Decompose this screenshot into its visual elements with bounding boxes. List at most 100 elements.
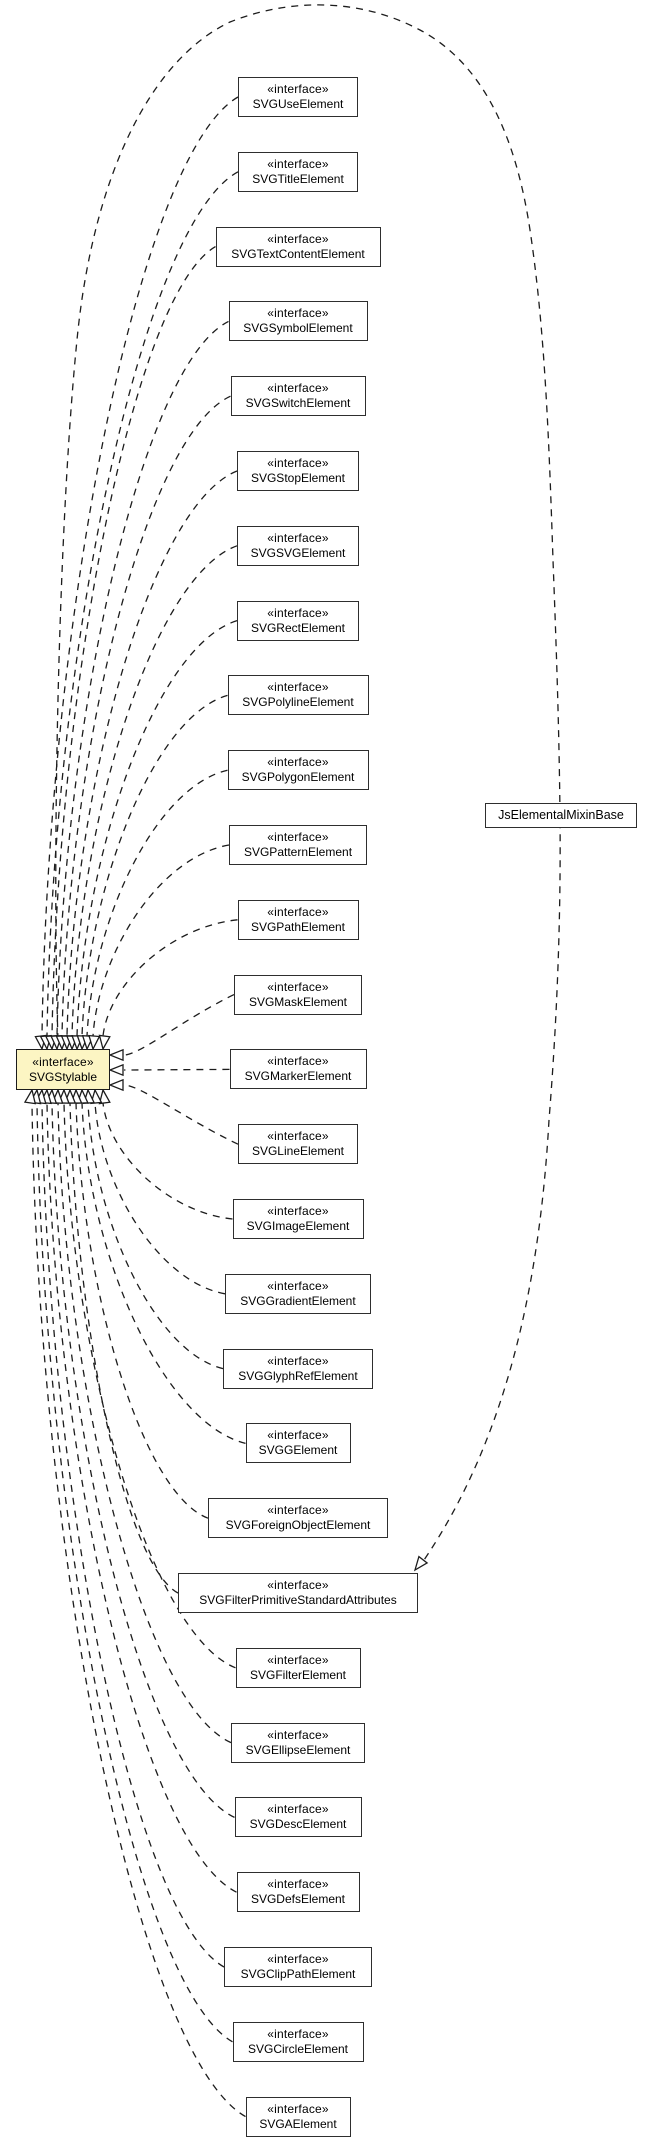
interface-name: SVGMarkerElement [244,1069,352,1084]
realization-edge [61,395,231,1037]
realization-edge [56,320,229,1037]
stereotype-label: «interface» [267,1952,329,1966]
interface-name: SVGForeignObjectElement [225,1518,371,1533]
stereotype-label: «interface» [267,1802,329,1817]
stereotype-label: «interface» [267,1129,329,1144]
stereotype-label: «interface» [267,1877,329,1892]
interface-name: SVGImageElement [246,1219,350,1233]
realization-edge [57,1102,232,1744]
realization-edge [51,1102,235,1818]
stereotype-label: «interface» [267,2101,329,2116]
hollow-triangle-arrowhead [413,1555,429,1572]
interface-name: SVGGElement [258,1443,338,1458]
interface-name: SVGDefsElement [250,1892,346,1907]
node-svgpathelement[interactable]: «interface» SVGPathElement [237,899,359,940]
stereotype-label: «interface» [267,830,329,844]
interface-name: SVGGradientElement [240,1293,356,1308]
interface-name: SVGSymbolElement [243,321,353,336]
node-svgstopelement[interactable]: «interface» SVGStopElement [237,451,359,491]
realization-edge [31,1102,246,2118]
node-svgclippathelement[interactable]: «interface» SVGClipPathElement [224,1947,372,1987]
class-name: JsElementalMixinBase [498,808,624,822]
realization-edge [69,1102,179,1594]
realization-edge [123,994,235,1056]
stereotype-label: «interface» [267,1278,329,1293]
interface-name: SVGStylable [28,1069,98,1084]
stereotype-label: «interface» [267,231,329,246]
stereotype-label: «interface» [267,1652,329,1667]
node-svgtitleelement[interactable]: «interface» SVGTitleElement [238,151,358,192]
node-svgpolylineelement[interactable]: «interface» SVGPolylineElement [227,675,369,716]
interface-name: SVGSVGElement [250,545,346,560]
node-svglineelement[interactable]: «interface» SVGLineElement [238,1124,358,1165]
realization-edge [51,246,216,1037]
stereotype-label: «interface» [267,680,329,695]
node-svgpatternelement[interactable]: «interface» SVGPatternElement [229,825,367,865]
stereotype-label: «interface» [267,456,329,470]
node-svguseelement[interactable]: «interface» SVGUseElement [238,77,358,117]
interface-name: SVGSwitchElement [245,396,351,411]
stereotype-label: «interface» [267,1428,329,1443]
stereotype-label: «interface» [267,1054,329,1069]
node-svgmarkerelement[interactable]: «interface» SVGMarkerElement [229,1049,367,1090]
realization-edge [81,694,228,1037]
stereotype-label: «interface» [267,1578,329,1592]
hollow-triangle-arrowhead [98,1088,111,1105]
stereotype-label: «interface» [267,2026,329,2041]
node-svgtextcontentelement[interactable]: «interface» SVGTextContentElement [215,226,381,267]
realization-edge [75,1102,209,1519]
node-svgaelement[interactable]: «interface» SVGAElement [245,2096,351,2137]
node-jselementalmixinbase[interactable]: JsElementalMixinBase [485,803,637,828]
realization-edge [41,96,239,1037]
stereotype-label: «interface» [267,1727,329,1742]
realization-edge [46,1102,237,1893]
node-svgforeignobjectelement[interactable]: «interface» SVGForeignObjectElement [208,1498,388,1539]
stereotype-label: «interface» [267,904,329,919]
node-svgsvgelement[interactable]: «interface» SVGSVGElement [237,525,359,566]
realization-edge [41,1102,225,1968]
node-svgstylable[interactable]: «interface» SVGStylable [16,1049,110,1090]
interface-name: SVGFilterPrimitiveStandardAttributes [199,1593,397,1607]
node-svgsymbolelement[interactable]: «interface» SVGSymbolElement [228,301,368,342]
realization-edge [123,1084,239,1145]
node-svgfilterelement[interactable]: «interface» SVGFilterElement [235,1647,361,1688]
stereotype-label: «interface» [267,755,329,770]
stereotype-label: «interface» [267,530,329,545]
node-svgellipseelement[interactable]: «interface» SVGEllipseElement [231,1722,365,1763]
hollow-triangle-arrowhead [98,1034,111,1051]
stereotype-label: «interface» [267,156,329,171]
node-svgimageelement[interactable]: «interface» SVGImageElement [232,1199,364,1239]
interface-name: SVGEllipseElement [245,1742,351,1757]
realization-edge [86,769,228,1037]
interface-name: SVGTitleElement [252,171,344,186]
node-svgrectelement[interactable]: «interface» SVGRectElement [237,600,359,641]
interface-name: SVGFilterElement [249,1667,347,1682]
realization-edge [71,545,238,1037]
node-svgcircleelement[interactable]: «interface» SVGCircleElement [232,2021,364,2062]
hollow-triangle-arrowhead [108,1063,124,1077]
node-svggradientelement[interactable]: «interface» SVGGradientElement [225,1273,371,1314]
interface-name: SVGPatternElement [243,845,353,859]
realization-edge [92,844,230,1037]
node-svgdefselement[interactable]: «interface» SVGDefsElement [236,1872,360,1913]
realization-edge [66,470,238,1037]
realization-edge [87,1102,224,1370]
node-svgmaskelement[interactable]: «interface» SVGMaskElement [234,974,362,1015]
node-svgfilterprimitivestandardattributes[interactable]: «interface» SVGFilterPrimitiveStandardAt… [178,1573,418,1613]
realization-edge [46,171,239,1037]
node-svgswitchelement[interactable]: «interface» SVGSwitchElement [230,376,366,417]
node-svgdescelement[interactable]: «interface» SVGDescElement [234,1797,362,1838]
realization-edge [76,619,238,1037]
realization-edge [102,1102,233,1220]
stereotype-label: «interface» [267,1503,329,1518]
interface-name: SVGMaskElement [248,994,348,1009]
stereotype-label: «interface» [267,1353,329,1368]
interface-name: SVGLineElement [251,1144,345,1159]
node-svgglyphrefelement[interactable]: «interface» SVGGlyphRefElement [223,1348,373,1389]
interface-name: SVGRectElement [250,620,346,635]
hollow-triangle-arrowhead [108,1078,124,1092]
node-svgpolygonelement[interactable]: «interface» SVGPolygonElement [227,750,369,791]
node-svggelement[interactable]: «interface» SVGGElement [245,1423,351,1464]
